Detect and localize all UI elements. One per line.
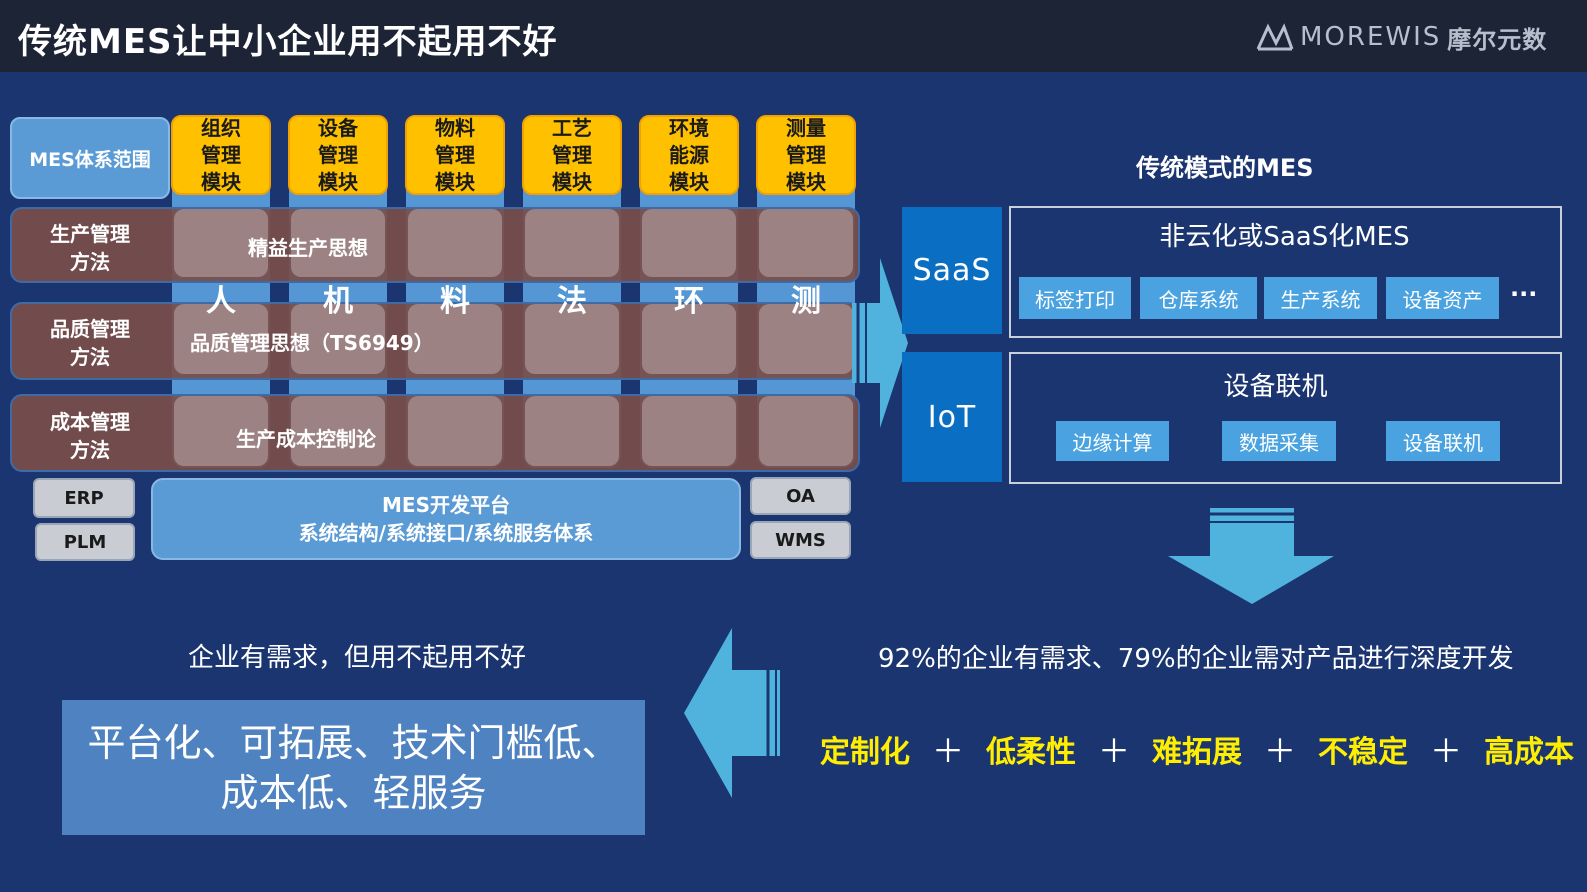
pain-point: 低柔性 (986, 735, 1077, 770)
saas-item-warehouse: 仓库系统 (1140, 277, 1257, 319)
factor-label: 料 (440, 284, 470, 319)
pain-point: 高成本 (1484, 735, 1575, 770)
band-cell (525, 304, 619, 374)
module-label: 物料 管理 模块 (435, 115, 475, 194)
band-cell (759, 209, 853, 277)
band-cell (291, 304, 385, 374)
pain-point: 定制化 (820, 735, 910, 770)
iot-item-data-collection: 数据采集 (1222, 421, 1336, 461)
plm-box: PLM (35, 523, 135, 561)
iot-item-device-connect: 设备联机 (1386, 421, 1500, 461)
saas-box (1009, 206, 1562, 338)
erp-box: ERP (33, 478, 135, 518)
factor-label: 人 (206, 284, 236, 319)
cost-method-label: 成本管理 方法 (50, 410, 130, 462)
wms-box: WMS (750, 521, 851, 559)
band-cell (642, 304, 736, 374)
pain-point: 难拓展 (1152, 735, 1243, 770)
band-cell (642, 209, 736, 277)
module-label: 组织 管理 模块 (201, 115, 241, 194)
pain-points-row: 定制化 ＋ 低柔性 ＋ 难拓展 ＋ 不稳定 ＋ 高成本 (820, 726, 1574, 772)
iot-tag: IoT (902, 352, 1002, 482)
title-bar (0, 0, 1587, 72)
iot-item-edge-computing: 边缘计算 (1056, 421, 1169, 461)
pain-point: 不稳定 (1318, 735, 1409, 770)
platform-title: MES开发平台 (382, 493, 510, 517)
plus-sign: ＋ (932, 732, 965, 770)
mes-dev-platform: MES开发平台 系统结构/系统接口/系统服务体系 (151, 478, 741, 560)
iot-box (1009, 352, 1562, 484)
saas-item-asset: 设备资产 (1386, 277, 1499, 319)
enterprise-statement: 企业有需求，但用不起用不好 (188, 643, 527, 673)
band-cell (525, 209, 619, 277)
plus-sign: ＋ (1264, 732, 1297, 770)
right-arrow-icon (852, 258, 908, 428)
factor-label: 法 (557, 284, 587, 319)
production-method-label: 生产管理 方法 (50, 222, 130, 274)
factor-label: 环 (674, 284, 704, 319)
down-arrow-icon (1168, 508, 1334, 604)
band-cell (525, 396, 619, 466)
band-cell (642, 396, 736, 466)
oa-box: OA (750, 477, 851, 515)
band-cell (291, 209, 385, 277)
saas-tag: SaaS (902, 207, 1002, 334)
morewis-logo-icon (1256, 23, 1294, 51)
solution-line-1: 平台化、可拓展、技术门槛低、 (87, 720, 620, 765)
solution-line-2: 成本低、轻服务 (220, 770, 487, 815)
production-method-text: 精益生产思想 (248, 236, 368, 260)
band-cell (759, 396, 853, 466)
module-material: 物料 管理 模块 (405, 115, 505, 195)
module-label: 工艺 管理 模块 (552, 115, 592, 194)
plus-sign: ＋ (1098, 732, 1131, 770)
module-label: 环境 能源 模块 (669, 115, 709, 194)
band-cell (174, 396, 268, 466)
band-cell (408, 396, 502, 466)
band-cell (759, 304, 853, 374)
band-cell (408, 304, 502, 374)
module-organization: 组织 管理 模块 (171, 115, 271, 195)
module-environment-energy: 环境 能源 模块 (639, 115, 739, 195)
module-measurement: 测量 管理 模块 (756, 115, 856, 195)
quality-method-text: 品质管理思想（TS6949） (190, 331, 434, 355)
band-cell (291, 396, 385, 466)
band-cell (408, 209, 502, 277)
logo-chinese-name: 摩尔元数 (1447, 25, 1548, 54)
solution-box: 平台化、可拓展、技术门槛低、 成本低、轻服务 (62, 700, 645, 835)
mes-scope-label: MES体系范围 (10, 117, 170, 199)
saas-item-label-print: 标签打印 (1019, 277, 1131, 319)
plus-sign: ＋ (1430, 732, 1463, 770)
factor-label: 机 (323, 284, 353, 319)
band-cell (174, 304, 268, 374)
saas-item-production: 生产系统 (1264, 277, 1377, 319)
more-ellipsis: ··· (1510, 280, 1538, 308)
module-equipment: 设备 管理 模块 (288, 115, 388, 195)
saas-box-title: 非云化或SaaS化MES (1159, 222, 1410, 252)
factor-label: 测 (791, 284, 821, 319)
module-label: 测量 管理 模块 (786, 115, 826, 194)
left-arrow-icon (684, 628, 780, 798)
quality-method-label: 品质管理 方法 (50, 317, 130, 369)
traditional-mes-title: 传统模式的MES (1136, 154, 1314, 182)
module-label: 设备 管理 模块 (318, 115, 358, 194)
module-process: 工艺 管理 模块 (522, 115, 622, 195)
logo-wordmark: MOREWIS (1300, 22, 1442, 52)
brand-logo: MOREWIS 摩尔元数 (1256, 20, 1547, 54)
band-cell (174, 209, 268, 277)
iot-box-title: 设备联机 (1223, 372, 1328, 402)
platform-subtitle: 系统结构/系统接口/系统服务体系 (298, 521, 594, 545)
slide-title: 传统MES让中小企业用不起用不好 (18, 22, 558, 62)
demand-statistic: 92%的企业有需求、79%的企业需对产品进行深度开发 (878, 644, 1514, 674)
cost-method-text: 生产成本控制论 (236, 427, 376, 451)
